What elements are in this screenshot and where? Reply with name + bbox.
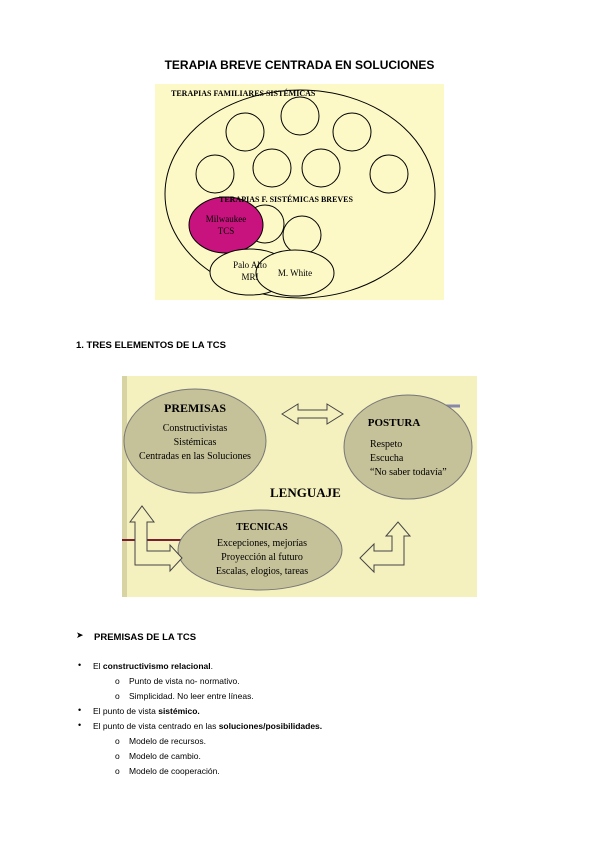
tecnicas-ellipse <box>177 509 343 591</box>
palo-alto-label: Palo Alto <box>233 260 267 270</box>
therapy-circle <box>332 112 372 152</box>
sub-bullet-icon: o <box>115 751 120 761</box>
outer-label: TERAPIAS FAMILIARES SISTÉMICAS <box>171 88 316 98</box>
bullet-dot-icon: • <box>78 660 82 670</box>
bullet-dot-icon: • <box>78 705 82 715</box>
bullet-item: El constructivismo relacional. <box>93 661 213 671</box>
figure-family-therapies: TERAPIAS FAMILIARES SISTÉMICAS TERAPIAS … <box>155 84 444 300</box>
bent-arrow-right-icon <box>359 521 412 574</box>
sub-bullet-item: Simplicidad. No leer entre líneas. <box>129 691 254 701</box>
m-white-ellipse <box>255 249 335 297</box>
therapy-circle <box>225 112 265 152</box>
sub-bullet-item: Modelo de cambio. <box>129 751 201 761</box>
premisas-title: PREMISAS <box>164 401 226 415</box>
sub-bullet-icon: o <box>115 766 120 776</box>
therapy-circle <box>282 215 322 255</box>
arrow-bullet-icon: ➤ <box>76 630 84 640</box>
bullet-item: El punto de vista centrado en las soluci… <box>93 721 323 731</box>
milwaukee-label: Milwaukee <box>206 214 247 224</box>
outer-ellipse <box>164 89 436 299</box>
milwaukee-ellipse <box>188 196 264 254</box>
tecnicas-item: Escalas, elogios, tareas <box>216 566 308 577</box>
bent-arrow-left-icon <box>129 505 183 573</box>
tecnicas-title: TECNICAS <box>236 522 288 533</box>
sub-bullet-icon: o <box>115 676 120 686</box>
mri-label: MRI <box>241 272 258 282</box>
tecnicas-item: Proyección al futuro <box>221 552 303 563</box>
postura-item: Respeto <box>370 439 402 450</box>
therapy-circle <box>252 148 292 188</box>
premisas-item: Centradas en las Soluciones <box>139 451 251 462</box>
therapy-circle <box>301 148 341 188</box>
figure-tcs-elements: PREMISAS Constructivistas Sistémicas Cen… <box>122 376 477 597</box>
postura-item: Escucha <box>370 453 404 464</box>
m-white-label: M. White <box>278 268 312 278</box>
section-heading-premisas: PREMISAS DE LA TCS <box>94 632 197 643</box>
premisas-item: Sistémicas <box>174 437 217 448</box>
tcs-label: TCS <box>218 226 235 236</box>
therapy-circle <box>195 154 235 194</box>
sub-bullet-item: Punto de vista no- normativo. <box>129 676 240 686</box>
section-heading-elements: 1. TRES ELEMENTOS DE LA TCS <box>76 340 226 351</box>
lenguaje-label: LENGUAJE <box>270 485 341 500</box>
sub-bullet-icon: o <box>115 736 120 746</box>
left-band-shadow <box>122 376 127 540</box>
sub-bullet-icon: o <box>115 691 120 701</box>
bullet-dot-icon: • <box>78 720 82 730</box>
tecnicas-item: Excepciones, mejorías <box>217 538 307 549</box>
inner-label: TERAPIAS F. SISTÉMICAS BREVES <box>219 194 354 204</box>
page-title: TERAPIA BREVE CENTRADA EN SOLUCIONES <box>164 58 435 72</box>
premisas-ellipse <box>123 388 267 494</box>
premisas-item: Constructivistas <box>163 423 228 434</box>
bullet-item: El punto de vista sistémico. <box>93 706 200 716</box>
sub-bullet-item: Modelo de recursos. <box>129 736 207 746</box>
sub-bullet-item: Modelo de cooperación. <box>129 766 220 776</box>
postura-item: “No saber todavía” <box>370 467 447 478</box>
double-arrow-icon <box>281 403 344 425</box>
therapy-circle <box>280 96 320 136</box>
tcs-elements-diagram: PREMISAS Constructivistas Sistémicas Cen… <box>122 376 473 597</box>
therapy-circle <box>369 154 409 194</box>
family-therapies-diagram: TERAPIAS FAMILIARES SISTÉMICAS TERAPIAS … <box>164 88 436 299</box>
postura-title: POSTURA <box>368 417 421 429</box>
postura-ellipse <box>343 394 473 500</box>
